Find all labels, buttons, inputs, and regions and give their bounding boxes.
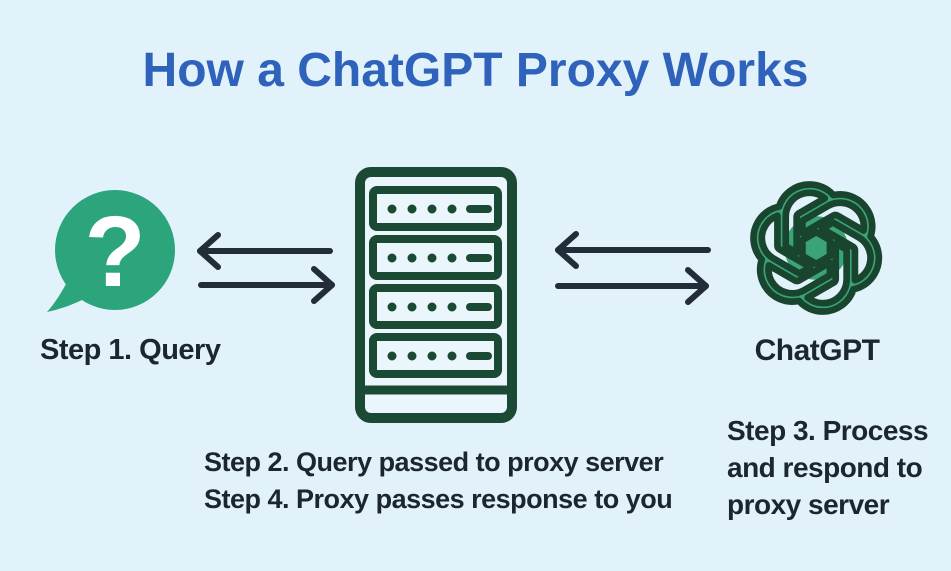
step3-line-1: Step 3. Process: [727, 415, 929, 446]
server-leds: [387, 204, 492, 361]
question-speech-bubble-icon: ?: [47, 190, 175, 312]
arrow-left-icon: [555, 231, 711, 269]
arrow-right-icon: [555, 267, 709, 305]
arrows-user-proxy: [197, 232, 335, 304]
arrow-right-icon: [198, 266, 335, 304]
caption-step-3: Step 3. Process and respond to proxy ser…: [727, 412, 947, 523]
chatgpt-label: ChatGPT: [754, 334, 880, 367]
step3-line-3: proxy server: [727, 489, 890, 520]
step1-label: Step 1. Query: [40, 334, 221, 366]
server-rack-icon: [355, 167, 517, 423]
arrows-proxy-chatgpt: [555, 231, 711, 305]
step2-label: Step 2. Query passed to proxy server: [204, 447, 664, 477]
caption-steps-2-4: Step 2. Query passed to proxy server Ste…: [204, 444, 724, 518]
arrow-left-icon: [197, 232, 333, 270]
step3-line-2: and respond to: [727, 452, 923, 483]
openai-logo-icon: [750, 181, 883, 315]
question-mark-glyph: ?: [84, 196, 145, 308]
page-title: How a ChatGPT Proxy Works: [142, 44, 809, 97]
step4-label: Step 4. Proxy passes response to you: [204, 484, 673, 514]
